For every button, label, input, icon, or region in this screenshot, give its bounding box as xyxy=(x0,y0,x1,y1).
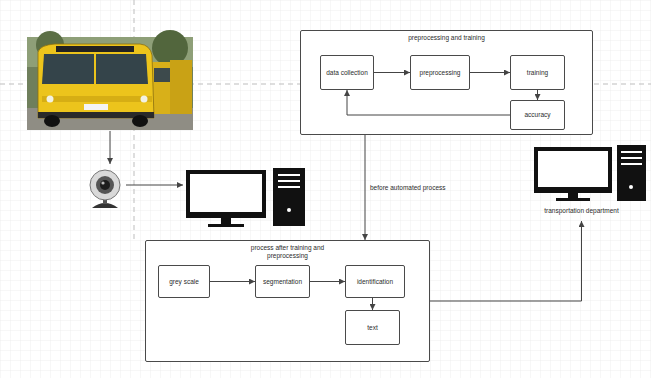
node-label: segmentation xyxy=(261,278,304,286)
flow-arrow xyxy=(347,90,510,115)
node-label: identification xyxy=(355,278,395,286)
flow-arrow xyxy=(365,135,366,240)
computer-icon xyxy=(186,168,305,227)
bus-photo xyxy=(27,30,193,130)
process-box: segmentation xyxy=(255,265,310,298)
process-box: data collection xyxy=(320,55,374,90)
computer-label: transportation department xyxy=(540,207,623,221)
process-box: grey scale xyxy=(158,265,210,298)
flow-arrow xyxy=(430,221,582,301)
node-label: preprocessing xyxy=(418,69,463,77)
group-title: process after training and preprocessing xyxy=(233,244,343,260)
node-label: text xyxy=(365,324,379,332)
node-label: transportation department xyxy=(544,207,618,215)
illustration-arrow xyxy=(110,131,111,164)
edge-label: before automated process xyxy=(370,184,446,192)
flow-arrow xyxy=(210,281,255,282)
node-label: data collection xyxy=(324,69,370,77)
node-label: grey scale xyxy=(167,278,201,286)
flow-arrow xyxy=(372,298,373,310)
webcam-icon xyxy=(90,170,120,208)
group-title: preprocessing and training xyxy=(392,34,502,42)
node-label: training xyxy=(525,69,550,77)
computer-icon xyxy=(534,145,646,201)
box-ground xyxy=(300,30,593,135)
process-box: accuracy xyxy=(510,100,565,130)
group-box: preprocessing and training data collectio… xyxy=(300,30,593,135)
flow-arrow xyxy=(310,281,345,282)
flow-arrow xyxy=(374,72,410,73)
box-ground xyxy=(145,240,430,362)
group-box: process after training and preprocessing… xyxy=(145,240,430,362)
process-box: preprocessing xyxy=(410,55,470,90)
illustration-arrow xyxy=(126,185,183,186)
process-box: identification xyxy=(345,265,405,298)
process-box: text xyxy=(345,310,400,345)
node-label: accuracy xyxy=(522,111,552,119)
process-box: training xyxy=(510,55,565,90)
flow-arrow xyxy=(470,72,510,73)
flow-arrow xyxy=(537,90,538,100)
